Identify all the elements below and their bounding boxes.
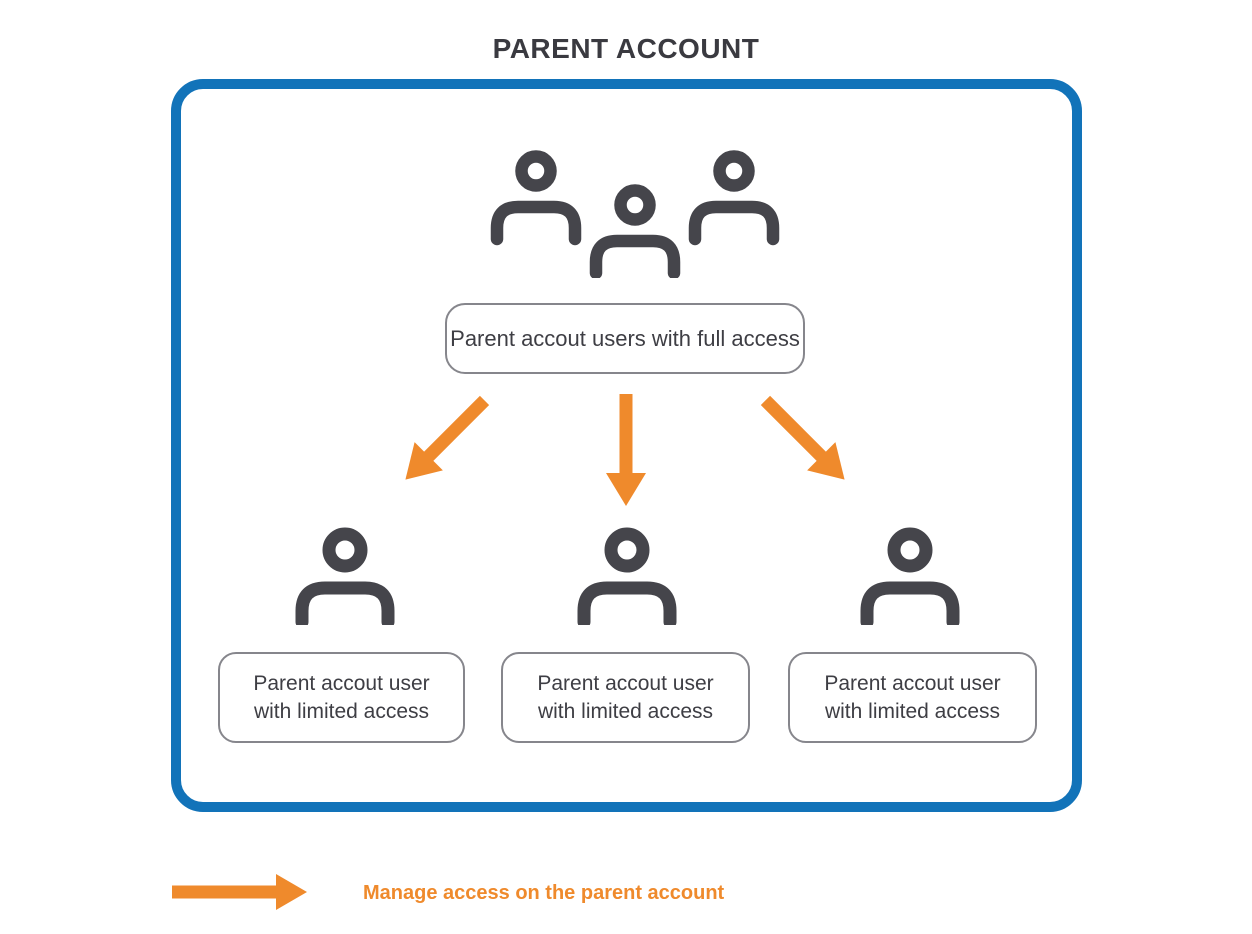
limited-access-node: Parent accout user with limited access — [788, 652, 1037, 743]
limited-access-label-line: with limited access — [253, 699, 430, 723]
limited-access-label-line: Parent accout user — [253, 671, 430, 695]
manage-access-arrow-left-icon — [405, 395, 490, 480]
page-title: PARENT ACCOUNT — [492, 33, 760, 64]
full-access-node: Parent accout users with full access — [445, 303, 805, 374]
limited-access-label-line: with limited access — [824, 699, 1001, 723]
right-arrow-icon — [172, 874, 307, 910]
limited-access-label-line: Parent accout user — [824, 671, 1001, 695]
full-access-label: Parent accout users with full access — [450, 325, 800, 351]
person-icon — [577, 527, 677, 625]
person-icon — [295, 527, 395, 625]
parent-account-container — [171, 79, 1082, 812]
limited-access-label-line: Parent accout user — [537, 671, 714, 695]
limited-access-node: Parent accout user with limited access — [218, 652, 465, 743]
limited-access-label-line: with limited access — [537, 699, 714, 723]
manage-access-arrow-middle-icon — [606, 394, 646, 506]
manage-access-arrow-right-icon — [760, 395, 845, 480]
legend-label: Manage access on the parent account — [363, 882, 725, 904]
person-icon — [860, 527, 960, 625]
people-group-icon — [490, 150, 780, 278]
limited-access-node: Parent accout user with limited access — [501, 652, 750, 743]
